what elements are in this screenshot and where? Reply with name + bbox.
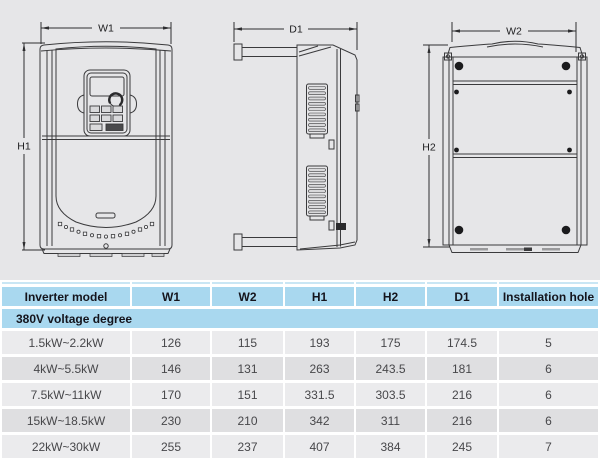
cell-hole: 6: [499, 409, 598, 432]
dim-label-d1: D1: [289, 24, 303, 36]
col-header-installation-hole: Installation hole: [499, 287, 598, 306]
cell-d1: 174.5: [427, 331, 497, 354]
table-row: 7.5kW~11kW 170 151 331.5 303.5 216 6: [2, 383, 598, 406]
side-view: D1: [233, 22, 360, 251]
col-header-h1: H1: [285, 287, 354, 306]
cell-model: 1.5kW~2.2kW: [2, 331, 130, 354]
dim-label-h2: H2: [422, 142, 436, 154]
dim-label-h1: H1: [17, 141, 31, 153]
front-view: W1 H1: [17, 22, 173, 257]
cell-h1: 193: [285, 331, 354, 354]
cell-w2: 115: [212, 331, 283, 354]
cell-h1: 407: [285, 435, 354, 458]
back-bottom-marks: [470, 247, 560, 251]
front-base: [41, 248, 171, 254]
keypad-right-ear: [129, 94, 138, 114]
cell-w2: 131: [212, 357, 283, 380]
mounting-holes: [454, 61, 572, 235]
keypad: [76, 69, 138, 137]
dim-label-w1: W1: [98, 23, 114, 35]
back-side-rails: [448, 57, 582, 245]
cell-w2: 151: [212, 383, 283, 406]
voltage-section-row: 380V voltage degree: [2, 309, 598, 328]
col-header-w1: W1: [132, 287, 210, 306]
mounting-brackets: [233, 43, 298, 251]
cell-w1: 230: [132, 409, 210, 432]
cell-model: 22kW~30kW: [2, 435, 130, 458]
front-cover: [55, 45, 157, 228]
table-header-row: Inverter model W1 W2 H1 H2 D1 Installati…: [2, 287, 598, 306]
cell-model: 4kW~5.5kW: [2, 357, 130, 380]
dimension-h1: H1: [17, 42, 45, 251]
dimension-w1: W1: [40, 22, 172, 44]
front-slot: [95, 212, 116, 219]
table-row: 4kW~5.5kW 146 131 263 243.5 181 6: [2, 357, 598, 380]
vent-grille-top: [306, 83, 328, 139]
cell-h1: 263: [285, 357, 354, 380]
col-header-h2: H2: [356, 287, 425, 306]
cell-w1: 126: [132, 331, 210, 354]
dimension-drawings: W1 H1: [0, 0, 600, 280]
cell-h2: 384: [356, 435, 425, 458]
cell-hole: 5: [499, 331, 598, 354]
dimension-table: Inverter model W1 W2 H1 H2 D1 Installati…: [0, 280, 600, 460]
cell-d1: 216: [427, 383, 497, 406]
col-header-d1: D1: [427, 287, 497, 306]
back-view: W2 H2: [422, 22, 588, 253]
cell-w1: 255: [132, 435, 210, 458]
side-body: [296, 44, 358, 251]
back-dividers: [453, 80, 577, 158]
keypad-left-ear: [76, 94, 85, 114]
dimension-table-section: Inverter model W1 W2 H1 H2 D1 Installati…: [0, 280, 600, 460]
bottom-screw: [103, 243, 109, 249]
back-corner-tabs: [444, 52, 586, 61]
cell-h2: 311: [356, 409, 425, 432]
keypad-buttons: [89, 105, 124, 131]
table-top-border: [2, 282, 598, 284]
cell-h2: 243.5: [356, 357, 425, 380]
dimension-d1: D1: [233, 22, 358, 50]
cell-h1: 331.5: [285, 383, 354, 406]
col-header-model: Inverter model: [2, 287, 130, 306]
cell-w2: 237: [212, 435, 283, 458]
front-body: [39, 41, 173, 250]
cell-w1: 146: [132, 357, 210, 380]
dimension-h2: H2: [422, 44, 450, 248]
dim-label-w2: W2: [506, 26, 522, 38]
vent-holes-arc: [57, 221, 155, 239]
cell-hole: 7: [499, 435, 598, 458]
cell-w1: 170: [132, 383, 210, 406]
cell-model: 15kW~18.5kW: [2, 409, 130, 432]
side-rails: [46, 50, 166, 246]
cell-d1: 245: [427, 435, 497, 458]
col-header-w2: W2: [212, 287, 283, 306]
table-row: 22kW~30kW 255 237 407 384 245 7: [2, 435, 598, 458]
back-top-cap: [446, 40, 584, 58]
cell-hole: 6: [499, 383, 598, 406]
cell-h2: 175: [356, 331, 425, 354]
vent-grille-bottom: [306, 165, 328, 221]
table-row: 1.5kW~2.2kW 126 115 193 175 174.5 5: [2, 331, 598, 354]
side-front-edge: [336, 49, 341, 247]
front-feet: [57, 253, 165, 257]
cell-d1: 181: [427, 357, 497, 380]
table-row: 15kW~18.5kW 230 210 342 311 216 6: [2, 409, 598, 432]
cell-d1: 216: [427, 409, 497, 432]
cell-h2: 303.5: [356, 383, 425, 406]
cell-model: 7.5kW~11kW: [2, 383, 130, 406]
keypad-display: [89, 76, 125, 97]
cell-hole: 6: [499, 357, 598, 380]
inverter-outline-drawing: W1 H1: [17, 22, 588, 257]
cover-seam: [42, 135, 170, 140]
back-plate: [442, 56, 588, 246]
cell-w2: 210: [212, 409, 283, 432]
dimension-w2: W2: [451, 22, 577, 52]
voltage-section-label: 380V voltage degree: [2, 309, 598, 328]
back-bottom-strip: [448, 244, 582, 253]
side-clips: [328, 94, 360, 231]
cell-h1: 342: [285, 409, 354, 432]
